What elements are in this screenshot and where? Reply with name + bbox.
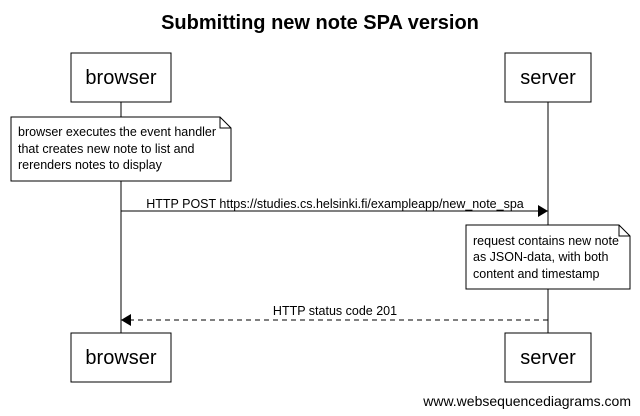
participant-browser-bottom: browser bbox=[70, 332, 172, 383]
server-note-line-3: content and timestamp bbox=[473, 267, 600, 281]
browser-note-line-3: rerenders notes to display bbox=[18, 158, 163, 172]
server-note-line-1: request contains new note bbox=[473, 234, 619, 248]
footer-credit: www.websequencediagrams.com bbox=[422, 393, 631, 409]
browser-note: browser executes the event handler that … bbox=[10, 116, 232, 182]
message-response: HTTP status code 201 bbox=[121, 304, 548, 326]
message-response-label: HTTP status code 201 bbox=[273, 304, 397, 318]
message-post-label: HTTP POST https://studies.cs.helsinki.fi… bbox=[146, 197, 524, 211]
diagram-title: Submitting new note SPA version bbox=[161, 12, 479, 34]
participant-browser-label: browser bbox=[85, 347, 156, 369]
participant-server-label: server bbox=[520, 347, 576, 369]
server-note: request contains new note as JSON-data, … bbox=[465, 224, 631, 290]
browser-note-line-1: browser executes the event handler bbox=[18, 125, 216, 139]
participant-server-top: server bbox=[504, 52, 592, 103]
participant-browser-label: browser bbox=[85, 67, 156, 89]
browser-note-line-2: that creates new note to list and bbox=[18, 142, 195, 156]
participant-server-label: server bbox=[520, 67, 576, 89]
message-post: HTTP POST https://studies.cs.helsinki.fi… bbox=[121, 197, 548, 217]
participant-server-bottom: server bbox=[504, 332, 592, 383]
server-note-line-2: as JSON-data, with both bbox=[473, 250, 609, 264]
participant-browser-top: browser bbox=[70, 52, 172, 103]
